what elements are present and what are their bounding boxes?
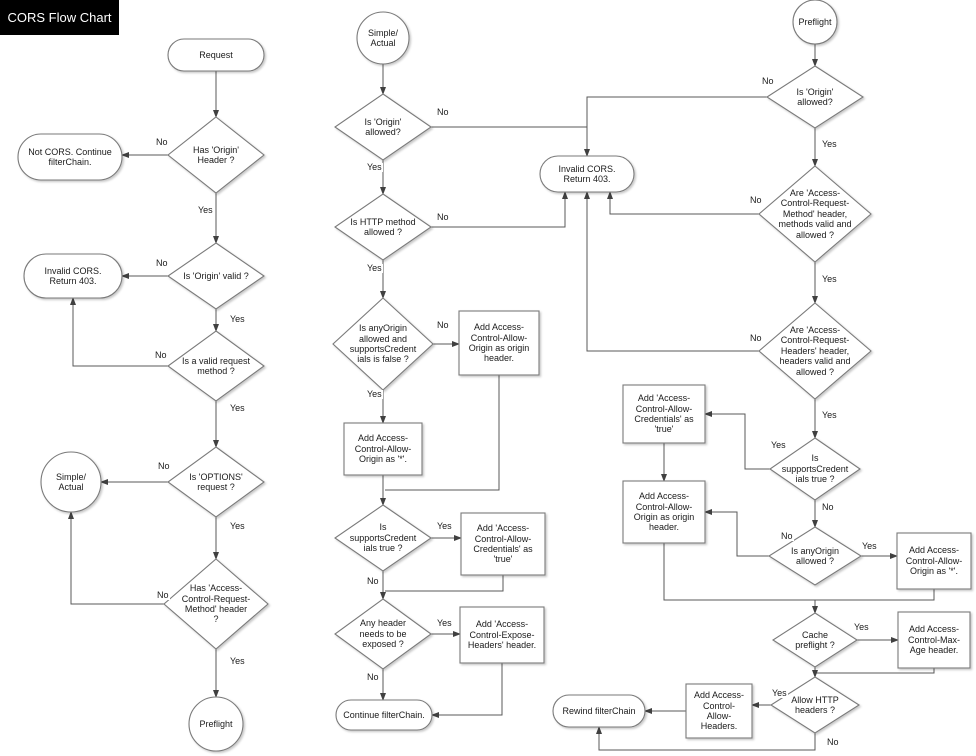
edge-label-no: No <box>826 737 840 747</box>
add-acac-true-mid-shape <box>460 512 546 576</box>
edge-right-supports-yes <box>704 411 770 470</box>
preflight-right-shape <box>792 0 838 45</box>
edge-label-yes: Yes <box>197 205 214 215</box>
add-acac-true-right-shape <box>622 384 706 444</box>
edge-label-yes: Yes <box>436 618 453 628</box>
invalid-cors-mid-shape <box>539 155 635 193</box>
edge-label-no: No <box>436 107 450 117</box>
add-expose-headers-shape <box>459 606 545 664</box>
simple-actual-mid-shape <box>356 11 410 65</box>
edge-acrm-no <box>68 511 164 605</box>
edge-label-yes: Yes <box>821 410 838 420</box>
edge-acao-origin-merge <box>385 375 500 491</box>
anyorigin-supportscred-shape <box>332 297 434 391</box>
add-acao-origin-mid-shape <box>458 310 540 376</box>
add-acao-star-mid-shape <box>343 422 423 476</box>
allow-http-headers-shape <box>769 676 861 734</box>
request-shape <box>167 38 265 72</box>
rewind-filterchain-shape <box>552 694 646 728</box>
edge-label-no: No <box>155 137 169 147</box>
add-acao-star-right-shape <box>896 532 972 590</box>
edge-label-yes: Yes <box>229 656 246 666</box>
edge-acrh-check-no <box>584 191 759 352</box>
edge-label-yes: Yes <box>366 389 383 399</box>
has-acrm-header-shape <box>163 558 269 650</box>
edge-label-yes: Yes <box>229 521 246 531</box>
edge-label-yes: Yes <box>853 622 870 632</box>
edge-right-anyorigin-no <box>704 509 769 557</box>
shapes-layer <box>17 0 972 752</box>
edge-label-no: No <box>366 672 380 682</box>
edge-mid-origin-no <box>431 126 590 157</box>
edge-label-yes: Yes <box>821 274 838 284</box>
edge-label-no: No <box>436 212 450 222</box>
is-origin-valid-shape <box>167 242 265 310</box>
chart-title: CORS Flow Chart <box>0 0 119 35</box>
preflight-left-shape <box>188 696 244 752</box>
edge-label-yes: Yes <box>229 403 246 413</box>
edge-label-no: No <box>366 576 380 586</box>
acrh-valid-allowed-shape <box>758 302 872 400</box>
cache-preflight-shape <box>771 612 859 668</box>
edges-layer <box>68 44 935 751</box>
edge-acao-origin-out <box>663 543 815 601</box>
supports-credentials-right-shape <box>769 437 861 501</box>
edge-label-yes: Yes <box>366 263 383 273</box>
chart-title-text: CORS Flow Chart <box>7 10 112 25</box>
edge-label-no: No <box>749 333 763 343</box>
any-header-exposed-shape <box>334 598 432 670</box>
edge-label-yes: Yes <box>436 521 453 531</box>
edge-maxage-out <box>815 668 935 674</box>
edge-label-yes: Yes <box>770 440 787 450</box>
edge-http-method-no <box>431 191 568 228</box>
anyorigin-allowed-right-shape <box>767 526 863 586</box>
edge-label-no: No <box>154 350 168 360</box>
edge-label-no: No <box>821 502 835 512</box>
edge-label-no: No <box>157 461 171 471</box>
supports-credentials-mid-shape <box>334 504 432 572</box>
edge-acrm-check-no <box>607 191 759 215</box>
edge-acac-merge <box>385 575 504 592</box>
edge-valid-method-no <box>70 297 168 367</box>
edge-allow-headers-no <box>596 726 816 751</box>
continue-filterchain-shape <box>335 699 433 731</box>
add-allow-headers-shape <box>685 683 753 739</box>
edge-label-no: No <box>156 590 170 600</box>
not-cors-shape <box>17 133 123 181</box>
edge-label-yes: Yes <box>229 314 246 324</box>
edge-expose-to-continue <box>431 663 503 718</box>
edge-label-yes: Yes <box>366 162 383 172</box>
edge-label-yes: Yes <box>861 541 878 551</box>
edge-label-no: No <box>436 320 450 330</box>
valid-request-method-shape <box>167 330 265 402</box>
acrm-valid-allowed-shape <box>758 165 872 263</box>
origin-allowed-right-shape <box>765 65 865 129</box>
edge-acao-star-out <box>815 589 935 601</box>
edge-label-no: No <box>780 531 794 541</box>
edge-label-yes: Yes <box>771 688 788 698</box>
simple-actual-left-shape <box>40 451 102 513</box>
edge-label-no: No <box>749 195 763 205</box>
origin-allowed-mid-shape <box>334 93 432 161</box>
has-origin-header-shape <box>167 116 265 194</box>
edge-label-no: No <box>155 258 169 268</box>
edge-right-origin-no <box>586 96 767 127</box>
edge-label-yes: Yes <box>821 139 838 149</box>
edge-label-no: No <box>761 76 775 86</box>
http-method-allowed-shape <box>334 193 432 261</box>
add-acao-origin-right-shape <box>622 480 706 544</box>
is-options-request-shape <box>167 446 265 518</box>
invalid-cors-left-shape <box>23 253 123 299</box>
add-max-age-shape <box>897 611 971 669</box>
